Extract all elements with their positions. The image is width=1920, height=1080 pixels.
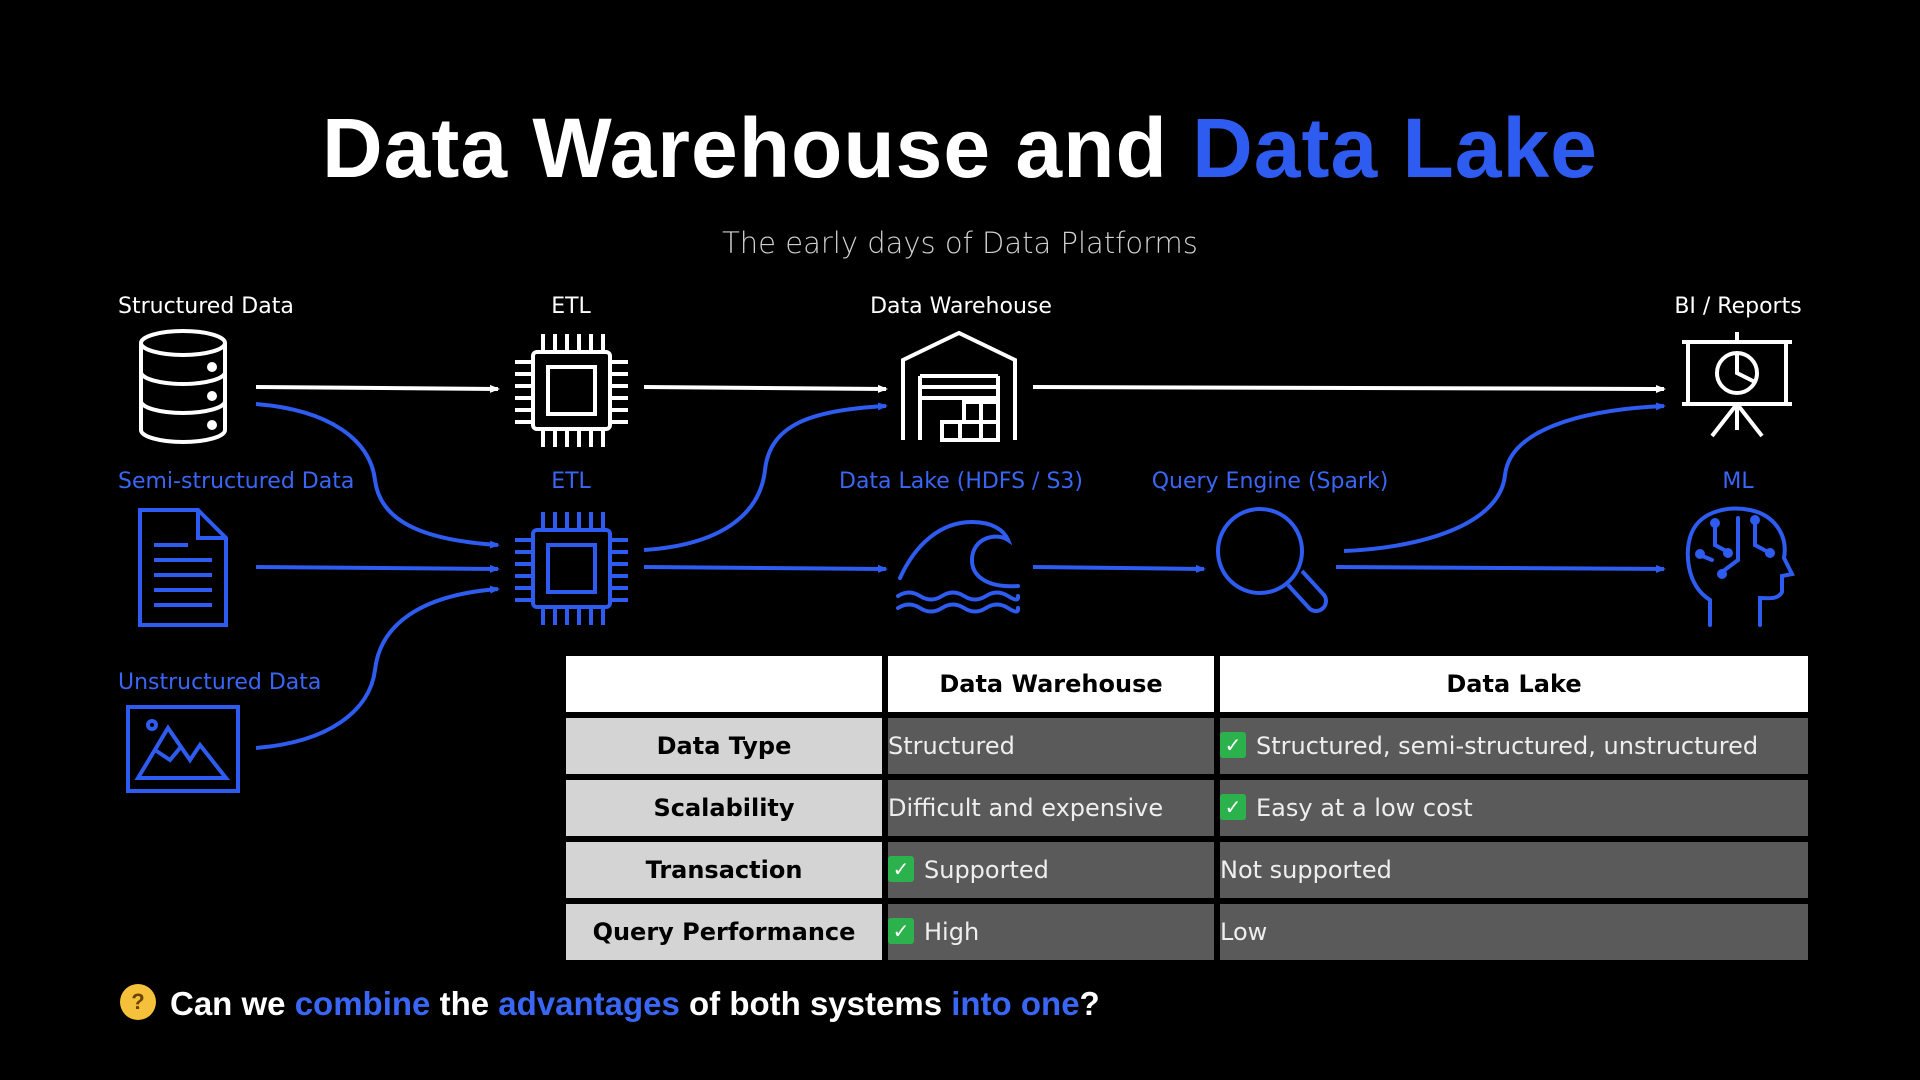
cell-dw-scalability: Difficult and expensive bbox=[888, 780, 1214, 836]
magnifier-icon bbox=[1216, 507, 1328, 613]
blue-flow-arrows bbox=[255, 402, 1666, 750]
label-bi-reports: BI / Reports bbox=[1674, 294, 1802, 319]
presentation-board-icon bbox=[1682, 332, 1792, 438]
header-data-lake: Data Lake bbox=[1220, 656, 1808, 712]
cell-text: Not supported bbox=[1220, 856, 1392, 884]
arrow-etl-to-warehouse bbox=[643, 384, 888, 393]
cell-text: Difficult and expensive bbox=[888, 794, 1164, 822]
row-header-data-type: Data Type bbox=[566, 718, 882, 774]
label-ml: ML bbox=[1722, 469, 1754, 494]
cell-dw-data-type: Structured bbox=[888, 718, 1214, 774]
cell-text: Structured bbox=[888, 732, 1015, 760]
label-etl-top: ETL bbox=[551, 294, 591, 319]
arrow-lake-to-query bbox=[1032, 564, 1206, 573]
cpu-chip-icon-blue bbox=[515, 512, 628, 625]
arrow-query-to-bi bbox=[1343, 402, 1666, 553]
check-icon: ✓ bbox=[888, 856, 914, 882]
white-flow-arrows bbox=[255, 384, 1666, 393]
cell-dl-transaction: Not supported bbox=[1220, 842, 1808, 898]
label-unstructured-data: Unstructured Data bbox=[118, 670, 322, 695]
arrow-query-to-ml bbox=[1335, 564, 1666, 573]
arrow-structured-to-etl-bottom bbox=[255, 402, 500, 549]
row-header-scalability: Scalability bbox=[566, 780, 882, 836]
label-structured-data: Structured Data bbox=[118, 294, 294, 319]
arrow-etl-to-warehouse-bottom bbox=[643, 402, 888, 552]
cell-text: High bbox=[924, 918, 980, 946]
row-header-transaction: Transaction bbox=[566, 842, 882, 898]
cell-dw-query-performance: ✓ High bbox=[888, 904, 1214, 960]
question-part-4: advantages bbox=[498, 985, 680, 1022]
cell-dl-data-type: ✓ Structured, semi-structured, unstructur… bbox=[1220, 718, 1808, 774]
image-icon bbox=[126, 705, 240, 793]
arrow-semi-to-etl bbox=[255, 564, 500, 573]
cpu-chip-icon bbox=[515, 334, 628, 447]
wave-icon bbox=[896, 519, 1021, 614]
table-row: Query Performance ✓ High Low bbox=[566, 904, 1808, 960]
question-part-1: Can we bbox=[170, 985, 295, 1022]
cell-dl-scalability: ✓ Easy at a low cost bbox=[1220, 780, 1808, 836]
label-query-engine: Query Engine (Spark) bbox=[1151, 469, 1389, 494]
page-subtitle: The early days of Data Platforms bbox=[722, 226, 1198, 260]
cell-text: Low bbox=[1220, 918, 1268, 946]
row-header-query-performance: Query Performance bbox=[566, 904, 882, 960]
table-row: Scalability Difficult and expensive ✓ Eas… bbox=[566, 780, 1808, 836]
ai-head-icon bbox=[1685, 506, 1795, 627]
arrow-warehouse-to-bi bbox=[1032, 384, 1666, 393]
thinking-face-icon: ? bbox=[120, 984, 156, 1021]
document-icon bbox=[138, 508, 228, 627]
header-data-warehouse: Data Warehouse bbox=[888, 656, 1214, 712]
label-semi-structured-data: Semi-structured Data bbox=[118, 469, 355, 494]
database-icon bbox=[139, 329, 227, 444]
table-header-row: Data Warehouse Data Lake bbox=[566, 656, 1808, 712]
question-part-5: of both systems bbox=[679, 985, 952, 1022]
check-icon: ✓ bbox=[888, 918, 914, 944]
check-icon: ✓ bbox=[1220, 794, 1246, 820]
page-title: Data Warehouse and Data Lake bbox=[0, 100, 1920, 197]
arrow-etl-to-lake bbox=[643, 564, 888, 573]
arrow-unstructured-to-etl bbox=[255, 585, 500, 750]
cell-dl-query-performance: Low bbox=[1220, 904, 1808, 960]
question-part-7: ? bbox=[1079, 985, 1100, 1022]
label-data-lake: Data Lake (HDFS / S3) bbox=[839, 469, 1083, 494]
question-part-3: the bbox=[430, 985, 499, 1022]
title-part-1: Data Warehouse and bbox=[322, 101, 1193, 195]
table-row: Transaction ✓ Supported Not supported bbox=[566, 842, 1808, 898]
closing-question: ? Can we combine the advantages of both s… bbox=[120, 984, 1100, 1024]
cell-text: Easy at a low cost bbox=[1256, 794, 1473, 822]
question-part-6: into one bbox=[951, 985, 1080, 1022]
cell-text: Structured, semi-structured, unstructure… bbox=[1256, 732, 1759, 760]
title-part-2: Data Lake bbox=[1192, 101, 1598, 195]
table-row: Data Type Structured ✓ Structured, semi-s… bbox=[566, 718, 1808, 774]
warehouse-icon bbox=[901, 330, 1017, 442]
arrow-structured-to-etl bbox=[255, 384, 500, 393]
check-icon: ✓ bbox=[1220, 732, 1246, 758]
cell-dw-transaction: ✓ Supported bbox=[888, 842, 1214, 898]
cell-text: Supported bbox=[924, 856, 1049, 884]
question-part-2: combine bbox=[294, 985, 431, 1022]
comparison-table: Data Warehouse Data Lake Data Type Struc… bbox=[560, 650, 1814, 966]
table-corner-cell bbox=[566, 656, 882, 712]
label-etl-bottom: ETL bbox=[551, 469, 591, 494]
label-data-warehouse: Data Warehouse bbox=[870, 294, 1052, 319]
